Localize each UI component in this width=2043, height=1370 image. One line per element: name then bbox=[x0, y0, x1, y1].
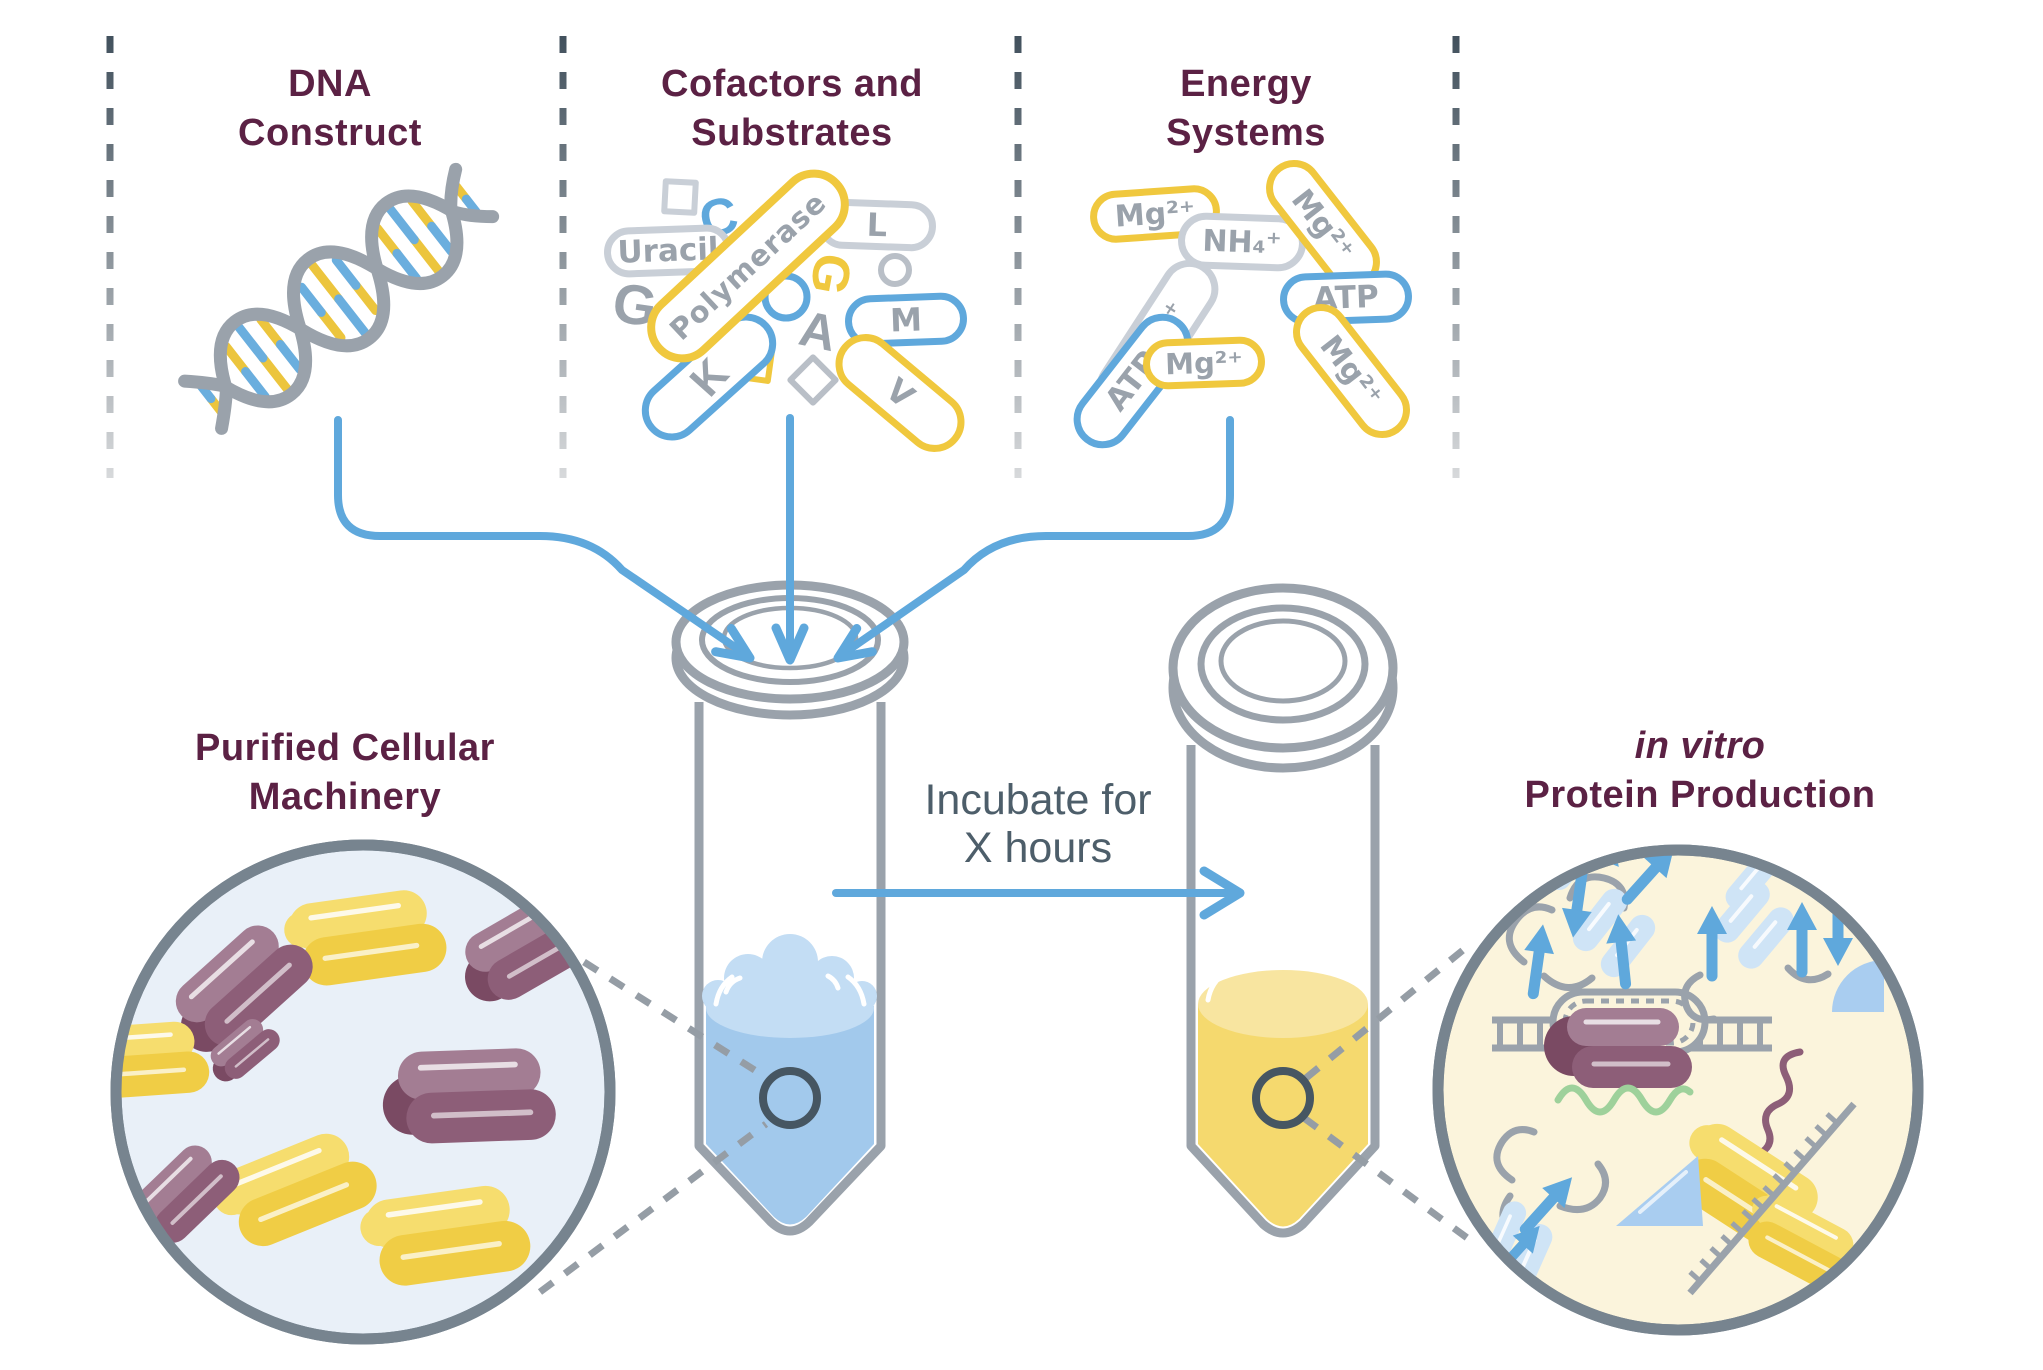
energy-systems-title: Energy Systems bbox=[1166, 60, 1326, 157]
ribosome-icon bbox=[1544, 1008, 1692, 1088]
title-line: Construct bbox=[238, 111, 422, 154]
title-line-italic: in vitro bbox=[1634, 725, 1766, 767]
yellow-product-liquid bbox=[1198, 969, 1368, 1227]
incubate-line: Incubate for bbox=[924, 776, 1152, 824]
purified-cellular-machinery-title: Purified Cellular Machinery bbox=[195, 724, 495, 821]
protein-folding-circle-icon bbox=[1432, 844, 1924, 1336]
mg-pill: Mg²⁺ bbox=[1142, 335, 1266, 391]
protein-blobs-circle-icon bbox=[110, 839, 616, 1345]
title-line: Systems bbox=[1166, 111, 1326, 154]
title-line: Machinery bbox=[248, 775, 442, 818]
zoom-connector-lines bbox=[537, 943, 1473, 1295]
dna-construct-title: DNA Construct bbox=[238, 60, 422, 157]
title-line: Protein Production bbox=[1524, 773, 1876, 816]
zoom-indicator-circle-icon bbox=[1252, 1067, 1314, 1129]
section-divider-lines bbox=[106, 36, 1460, 478]
blue-reaction-liquid bbox=[702, 934, 877, 1225]
dna-helix-icon bbox=[178, 162, 500, 435]
title-line: Cofactors and bbox=[661, 63, 923, 105]
title-line: Energy bbox=[1180, 63, 1312, 105]
letter-g-yellow: G bbox=[798, 249, 863, 299]
zoom-indicator-circle-icon bbox=[759, 1067, 821, 1129]
title-line: Substrates bbox=[691, 111, 893, 154]
microcentrifuge-tube-blue-icon bbox=[671, 580, 909, 1236]
in-vitro-protein-production-title: in vitro Protein Production bbox=[1525, 722, 1876, 819]
ingredient-flow-arrows bbox=[334, 414, 1234, 665]
cofactors-substrates-title: Cofactors and Substrates bbox=[661, 60, 923, 157]
incubate-line: X hours bbox=[963, 824, 1113, 873]
incubate-arrow bbox=[832, 866, 1245, 920]
title-line: Purified Cellular bbox=[195, 727, 495, 769]
incubate-label: Incubate for X hours bbox=[924, 776, 1151, 872]
beta-sheet-motif bbox=[1480, 1126, 1609, 1299]
title-line: DNA bbox=[288, 63, 372, 105]
microcentrifuge-tube-yellow-icon bbox=[1168, 583, 1398, 1238]
